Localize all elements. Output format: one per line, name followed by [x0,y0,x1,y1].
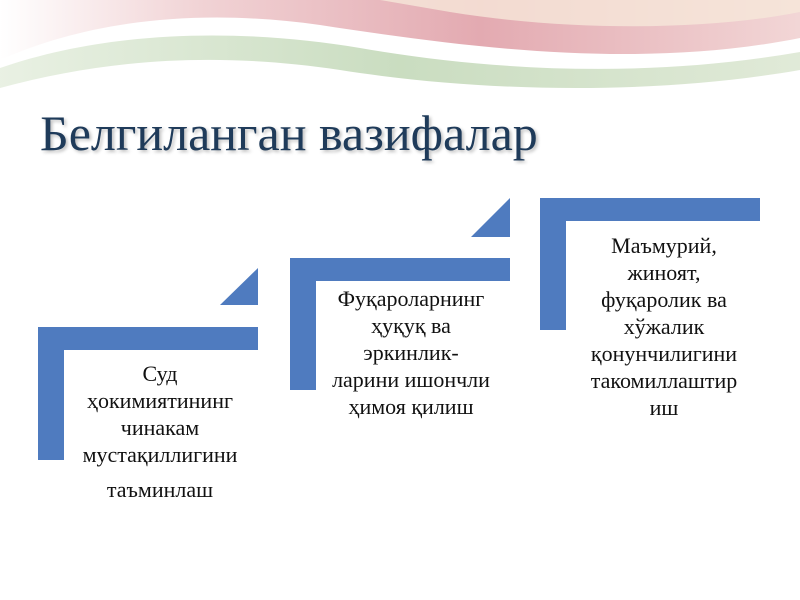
step-2-corner-bracket [290,258,510,390]
step-1-line: чинакам [120,415,200,440]
step-1-text: Суд ҳокимиятининг чинакам мустақиллигини… [62,360,258,503]
step-2-line: эркинлик- [363,340,459,365]
step-3-line: фуқаролик ва [601,287,727,312]
wave-green [0,35,800,89]
step-3-line: иш [649,395,679,420]
step-3-corner-bracket [540,198,760,330]
step-2-line: Фуқароларнинг [337,286,485,311]
step-3-line: хўжалик [623,314,705,339]
step-2-line: ларини ишончли [332,367,490,392]
step-2-arrow-triangle [471,198,510,237]
decorative-wave-banner [0,0,800,89]
step-3-shape [540,198,760,330]
step-1-arrow-triangle [220,268,258,305]
slide-title: Белгиланган вазифалар [40,105,538,161]
step-1-line: мустақиллигини [82,442,238,467]
step-1-corner-bracket [38,327,258,460]
step-2-text: Фуқароларнинг ҳуқуқ ва эркинлик- ларини … [306,285,516,420]
step-3-line: жиноят, [627,260,701,285]
step-1-line: Суд [142,361,178,386]
step-3-line: Маъмурий, [611,233,717,258]
step-2-line: ҳимоя қилиш [348,394,474,419]
step-1-line: таъминлаш [106,477,214,502]
step-2-line: ҳуқуқ ва [371,313,451,338]
step-1-line: ҳокимиятининг [86,388,233,413]
step-3-line: такомиллаштир [590,368,738,393]
step-3-text: Маъмурий, жиноят, фуқаролик ва хўжалик қ… [564,232,764,421]
step-1-shape [38,268,258,460]
wave-light [380,0,800,27]
step-3-line: қонунчилигини [590,341,738,366]
step-2-shape [290,198,510,390]
